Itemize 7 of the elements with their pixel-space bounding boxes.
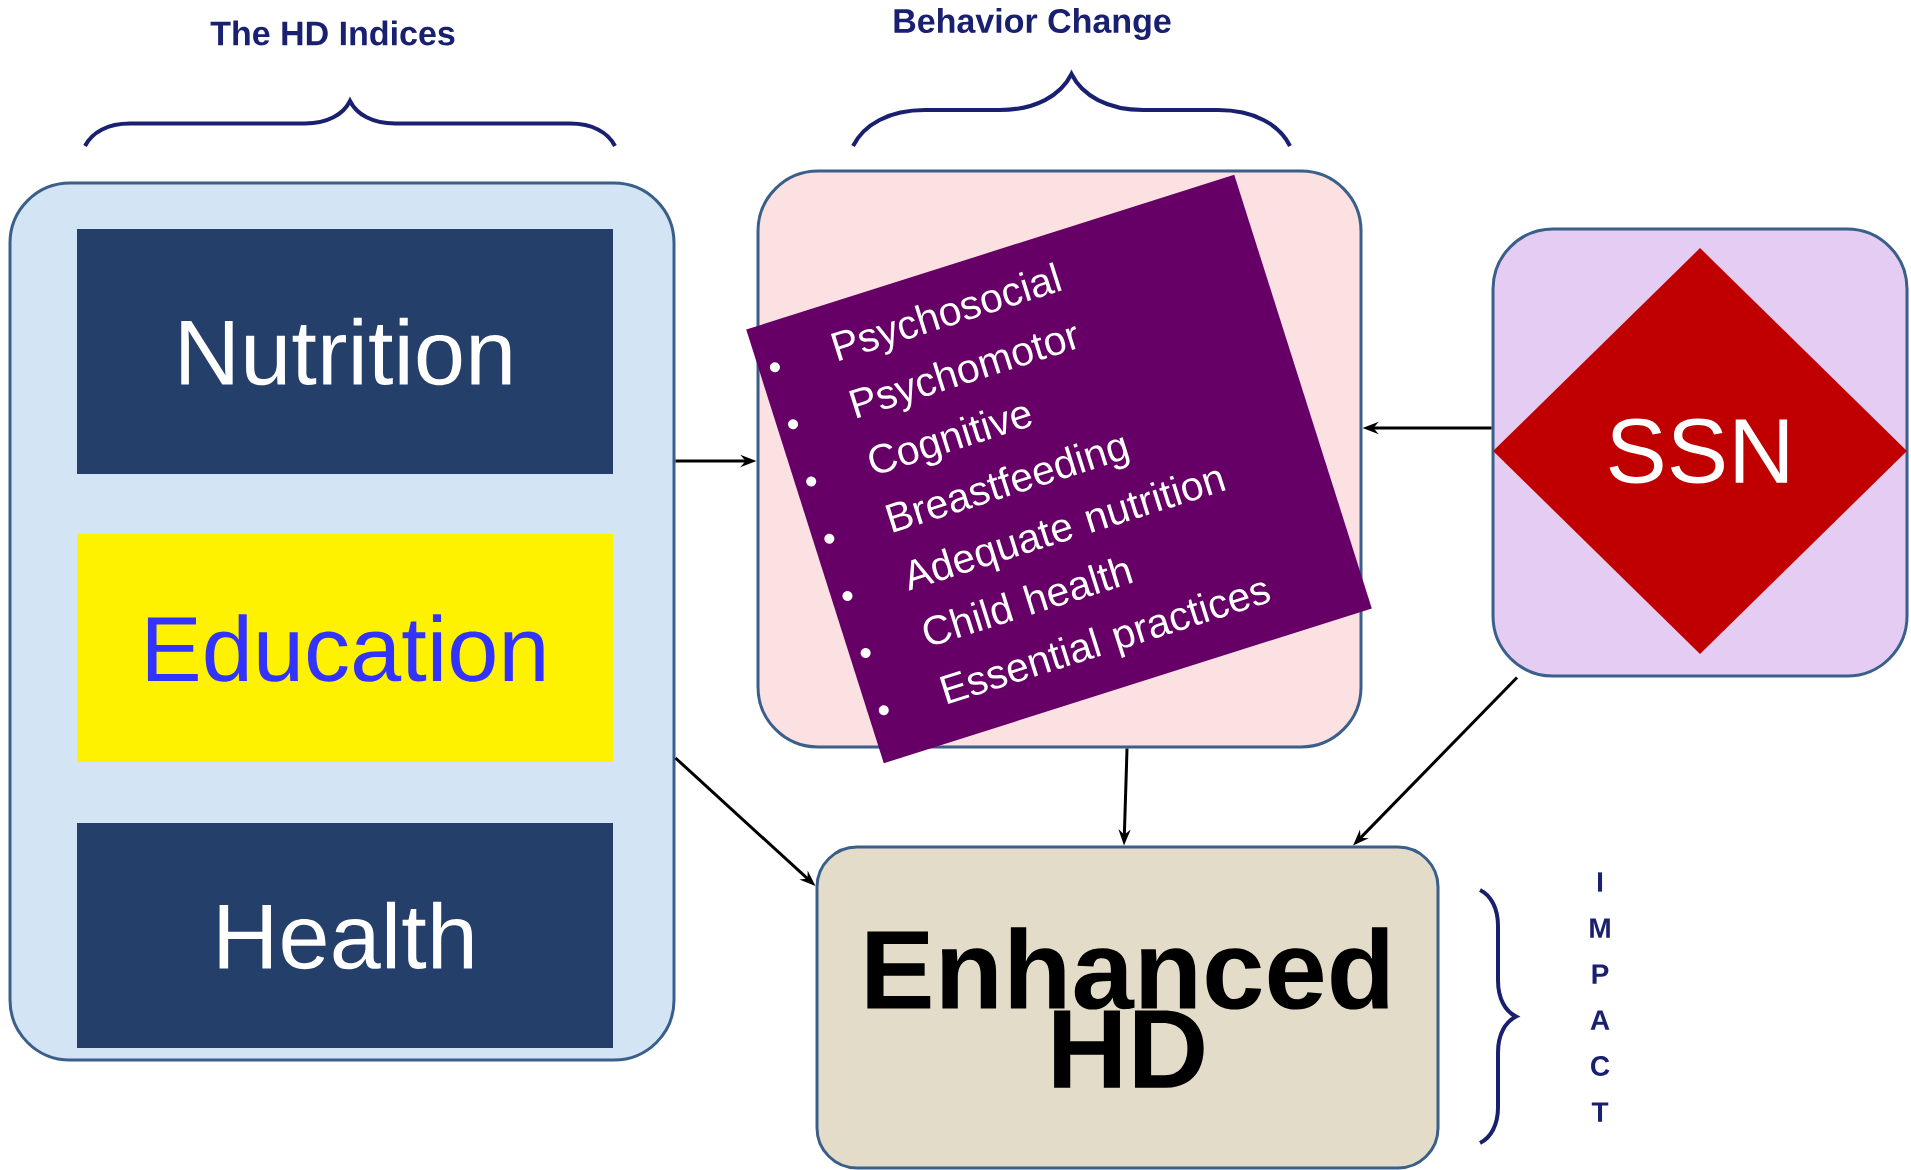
heading: Behavior Change [894, 8, 1171, 40]
label-block: Education [77, 534, 613, 762]
side-label: I M P A C T [1590, 872, 1610, 1122]
label-block: Health [77, 823, 613, 1048]
heading: The HD Indices [210, 20, 455, 46]
label-block: Nutrition [77, 229, 613, 474]
result-box: Enhanced HD [815, 845, 1440, 1170]
